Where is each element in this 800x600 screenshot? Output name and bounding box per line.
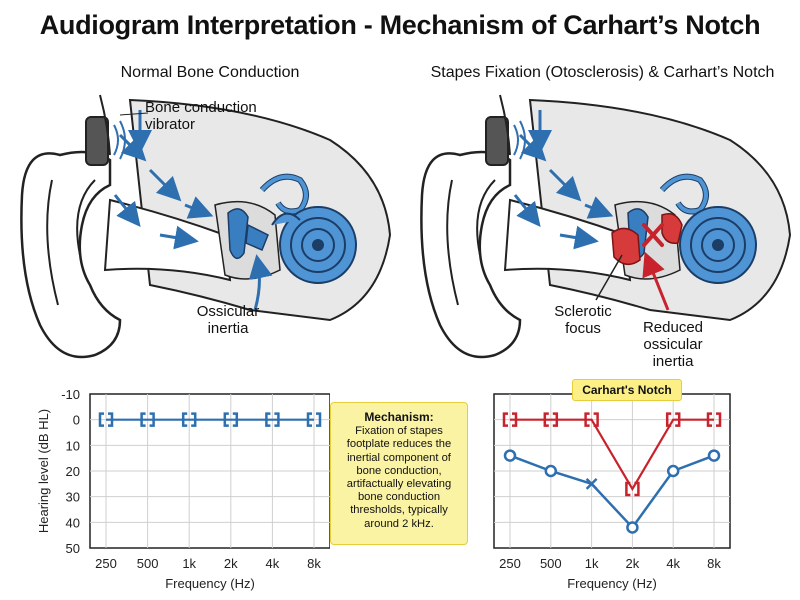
- circle-marker: [666, 464, 680, 478]
- mechanism-line: artifactually elevating: [346, 478, 452, 491]
- x-tick-label: 2k: [224, 556, 238, 571]
- x-tick-label: 500: [540, 556, 562, 571]
- x-tick-label: 2k: [626, 556, 640, 571]
- x-tick-label: 250: [499, 556, 521, 571]
- ossicular-inertia-label: Ossicular inertia: [196, 303, 260, 337]
- bracket-marker: [665, 412, 681, 427]
- x-axis-label: Frequency (Hz): [567, 576, 657, 591]
- inner-ear-cochlea: [259, 173, 357, 284]
- cross-marker: [585, 477, 598, 490]
- bracket-marker: [306, 412, 322, 427]
- reduced-inertia-label: Reduced ossicular inertia: [642, 319, 704, 370]
- outer-ear: [20, 150, 122, 359]
- y-tick-label: 50: [66, 541, 80, 556]
- x-tick-label: 8k: [307, 556, 321, 571]
- ossicles: [227, 208, 249, 259]
- mechanism-callout: Mechanism: Fixation of stapes footplate …: [330, 402, 468, 545]
- series-line: [509, 454, 715, 530]
- x-tick-label: 4k: [666, 556, 680, 571]
- bracket-marker: [223, 412, 239, 427]
- mechanism-line: Fixation of stapes: [355, 425, 443, 438]
- bracket-marker: [140, 412, 155, 427]
- bracket-marker: [181, 412, 197, 427]
- fixation-x-icon: [642, 223, 664, 247]
- circle-marker: [503, 449, 517, 462]
- bracket-marker: [543, 412, 559, 427]
- y-tick-label: 0: [73, 413, 80, 428]
- bracket-marker: [584, 412, 599, 427]
- right-panel-subtitle: Stapes Fixation (Otosclerosis) & Carhart…: [430, 64, 775, 81]
- page-title: Audiogram Interpretation - Mechanism of …: [39, 10, 761, 40]
- vibrator-label: Bone conduction vibrator: [145, 99, 257, 133]
- normal-audiogram-chart: -10 0 10 20 30 40 50 Hearing level (dB HL) 250 50…: [36, 387, 330, 591]
- circle-marker: [707, 449, 721, 462]
- y-tick-label: 40: [66, 515, 80, 530]
- mechanism-line: footplate reduces the: [346, 438, 452, 451]
- mechanism-line: thresholds, typically: [350, 504, 448, 517]
- x-axis-label: Frequency (Hz): [165, 576, 255, 591]
- bracket-marker: [706, 412, 722, 427]
- mechanism-line: inertial component of: [347, 451, 451, 464]
- circle-marker: [544, 464, 558, 478]
- bracket-marker: [98, 412, 114, 427]
- sclerotic-focus: [611, 227, 641, 266]
- x-tick-label: 4k: [266, 556, 280, 571]
- vibrator-device: [85, 116, 109, 166]
- carhart-notch-label: Carhart's Notch: [572, 379, 682, 401]
- sclerotic-focus-label: Sclerotic focus: [554, 303, 612, 337]
- mechanism-line: bone conduction,: [356, 464, 442, 477]
- y-tick-label: 10: [66, 438, 80, 453]
- y-tick-label: -10: [61, 387, 80, 402]
- y-axis-label: Hearing level (dB HL): [36, 409, 51, 533]
- mechanism-line: bone conduction: [357, 491, 441, 504]
- x-tick-label: 250: [95, 556, 117, 571]
- x-tick-label: 1k: [182, 556, 196, 571]
- x-tick-label: 1k: [585, 556, 599, 571]
- mechanism-title: Mechanism:: [364, 410, 434, 424]
- x-tick-label: 8k: [707, 556, 721, 571]
- y-tick-label: 20: [66, 464, 80, 479]
- bracket-marker: [265, 412, 280, 427]
- bracket-marker: [502, 412, 518, 427]
- bracket-marker: [625, 481, 640, 497]
- x-tick-label: 500: [137, 556, 159, 571]
- mechanism-line: around 2 kHz.: [364, 517, 434, 530]
- left-panel-subtitle: Normal Bone Conduction: [120, 64, 300, 81]
- y-tick-label: 30: [66, 490, 80, 505]
- normal-ear-illustration: [20, 94, 392, 359]
- otosclerosis-ear-illustration: [420, 94, 792, 359]
- circle-marker: [626, 521, 639, 534]
